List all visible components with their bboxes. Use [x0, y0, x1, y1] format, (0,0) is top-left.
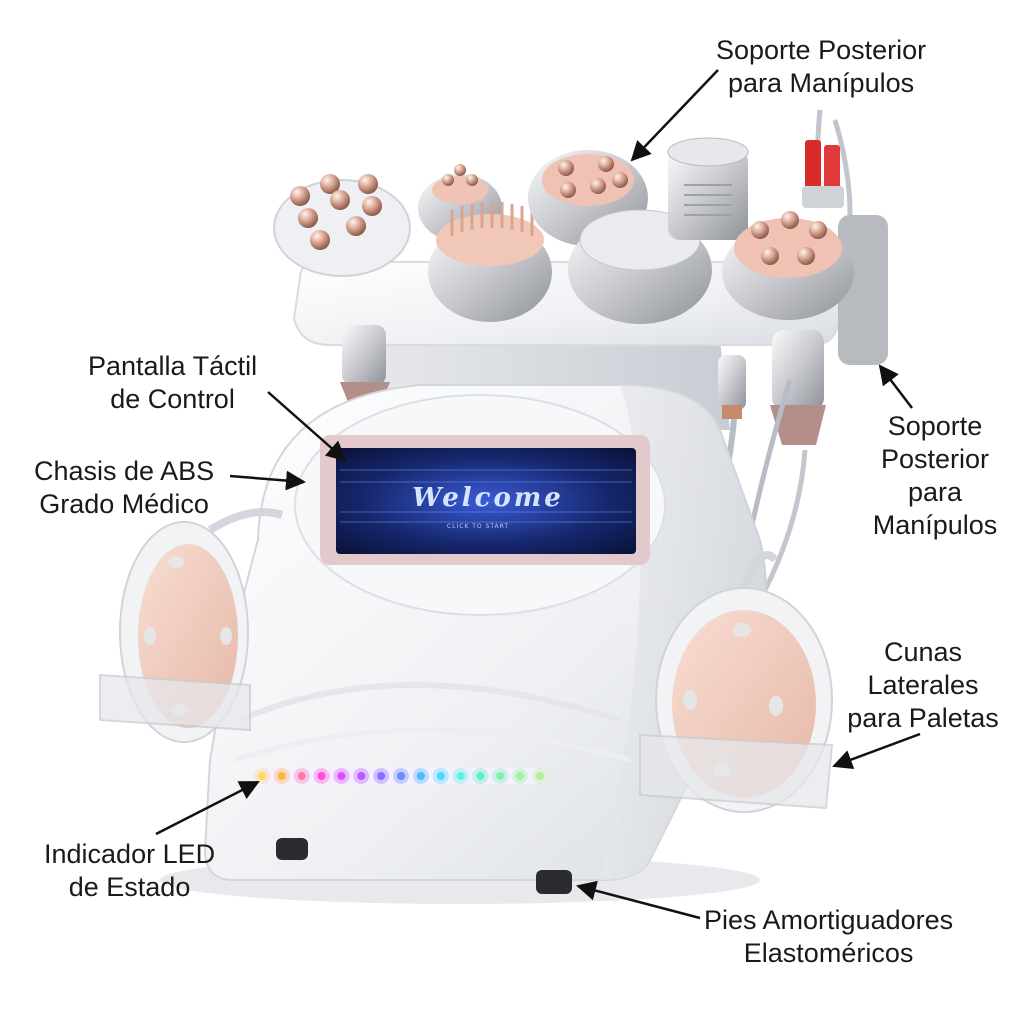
handpiece-flat-silver	[568, 209, 712, 324]
foot-front	[536, 870, 572, 894]
label-led: Indicador LED de Estado	[44, 839, 216, 902]
plug-cable-2	[832, 119, 853, 216]
handpiece-comb	[428, 202, 552, 322]
screen-subtitle-text: CLICK TO START	[447, 523, 509, 530]
label-rear-holder-top: Soporte Posterior para Manípulos	[716, 35, 927, 98]
arrow-touchscreen	[267, 391, 347, 462]
arrow-chassis	[229, 470, 306, 491]
led-dot	[416, 772, 425, 780]
cable-connector	[718, 355, 746, 410]
label-side-cradles: Cunas Laterales para Paletas	[847, 637, 999, 733]
handpiece-multipolar-left	[273, 174, 411, 277]
red-plug-2	[824, 145, 840, 197]
cable-3	[762, 449, 808, 592]
led-indicator	[254, 768, 548, 784]
led-dot	[258, 772, 266, 780]
led-dot	[397, 772, 405, 780]
decor-swoosh-1	[238, 682, 621, 723]
touchscreen[interactable]	[336, 448, 636, 554]
led-dot	[516, 772, 525, 780]
arrow-right-mid	[878, 364, 913, 409]
led-dot	[476, 772, 485, 780]
cradle-right	[639, 733, 834, 810]
arrow-feet	[576, 880, 701, 920]
led-dot	[337, 772, 346, 780]
handpiece-tip-right	[770, 405, 826, 445]
label-touchscreen: Pantalla Táctil de Control	[88, 351, 258, 414]
led-dot	[377, 772, 386, 780]
arrow-top-right	[630, 69, 719, 162]
led-dot	[357, 772, 366, 780]
label-chassis: Chasis de ABS Grado Médico	[34, 456, 215, 519]
arrow-cradle	[832, 732, 921, 770]
handpiece-stem-right	[772, 330, 824, 410]
red-plug-1	[805, 140, 821, 192]
led-dot	[536, 772, 544, 780]
label-feet: Pies Amortiguadores Elastoméricos	[704, 905, 954, 968]
arrow-led	[155, 780, 260, 836]
led-dot	[496, 772, 505, 780]
decor-swoosh-2	[234, 727, 631, 763]
handpiece-rf-right	[722, 211, 854, 320]
led-dot	[456, 772, 465, 780]
led-dot	[317, 772, 326, 780]
screen-welcome-text: Welcome	[412, 483, 564, 513]
handpiece-stem-left	[342, 325, 386, 385]
rear-holder-plate	[838, 215, 888, 365]
led-dot	[436, 772, 445, 780]
label-rear-holder-right: Soporte Posterior para Manípulos	[872, 411, 998, 540]
cable-connector-ring	[722, 405, 742, 419]
handpiece-cavitation	[667, 137, 749, 240]
foot-left	[276, 838, 308, 860]
plug-holder	[802, 186, 844, 208]
led-dot	[297, 772, 306, 780]
led-dot	[277, 772, 286, 780]
cradle-left	[99, 673, 251, 732]
